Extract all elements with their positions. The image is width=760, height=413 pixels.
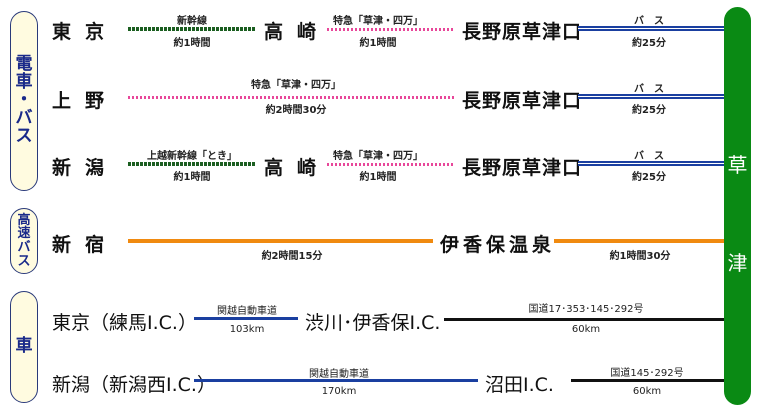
station-naganohara: 長野原草津口 xyxy=(462,21,583,43)
segment-time: 約25分 xyxy=(632,172,666,183)
station-takasaki: 高崎 xyxy=(264,21,331,43)
badge-char: ス xyxy=(17,253,31,269)
origin-tokyo-nerima-ic: 東京（練馬I.C.） xyxy=(52,312,197,334)
segment-label: 特急「草津・四万」 xyxy=(251,80,341,91)
badge-char: 車 xyxy=(15,336,33,357)
bus-line xyxy=(578,26,725,31)
station-tokyo: 東京 xyxy=(52,21,119,43)
via-numata-ic: 沼田I.C. xyxy=(485,374,554,396)
segment-label: バ ス xyxy=(634,16,664,27)
segment-time: 約1時間30分 xyxy=(609,251,671,262)
limited-express-line xyxy=(327,163,454,166)
station-takasaki: 高崎 xyxy=(264,157,331,179)
station-naganohara: 長野原草津口 xyxy=(462,157,583,179)
badge-char: 車 xyxy=(15,72,33,93)
segment-label: バ ス xyxy=(634,151,664,162)
limited-express-line xyxy=(327,28,454,31)
badge-char: ・ xyxy=(15,90,33,111)
highway-bus-line xyxy=(554,239,725,243)
category-badge-train-bus: 電 車 ・ バ ス xyxy=(10,11,38,191)
bus-line xyxy=(578,161,725,166)
segment-time: 約1時間 xyxy=(173,172,211,183)
segment-time: 約1時間 xyxy=(173,38,211,49)
segment-label: 新幹線 xyxy=(177,16,207,27)
segment-time: 約1時間 xyxy=(359,38,397,49)
shinkansen-line xyxy=(128,27,256,31)
segment-distance: 60km xyxy=(571,324,601,335)
destination-char: 草 xyxy=(727,153,748,177)
badge-char: バ xyxy=(17,240,31,255)
segment-distance: 60km xyxy=(632,386,662,397)
segment-time: 約25分 xyxy=(632,38,666,49)
badge-char: 高 xyxy=(17,212,31,228)
segment-label: 特急「草津・四万」 xyxy=(333,151,423,162)
segment-label: 関越自動車道 xyxy=(309,369,369,380)
segment-time: 約2時間30分 xyxy=(265,105,327,116)
via-shibukawa-ikaho-ic: 渋川･伊香保I.C. xyxy=(305,312,441,334)
segment-label: 関越自動車道 xyxy=(217,306,277,317)
station-ueno: 上野 xyxy=(52,90,119,112)
station-shinjuku: 新宿 xyxy=(52,234,119,256)
expressway-line xyxy=(194,379,478,382)
highway-bus-line xyxy=(128,239,433,243)
origin-niigata-nishi-ic: 新潟（新潟西I.C.） xyxy=(52,374,216,396)
segment-label: 国道17･353･145･292号 xyxy=(528,304,644,315)
national-road-line xyxy=(444,318,725,321)
limited-express-line xyxy=(128,96,454,99)
segment-label: 特急「草津・四万」 xyxy=(333,16,423,27)
station-naganohara: 長野原草津口 xyxy=(462,90,583,112)
destination-kusatsu-bar: 草 津 xyxy=(724,7,751,405)
segment-label: バ ス xyxy=(634,84,664,95)
station-niigata: 新潟 xyxy=(52,157,119,179)
badge-char: 速 xyxy=(17,226,31,242)
segment-label: 国道145･292号 xyxy=(610,368,684,379)
national-road-line xyxy=(571,379,725,382)
badge-char: バ xyxy=(15,107,33,128)
shinkansen-line xyxy=(128,162,256,166)
segment-distance: 103km xyxy=(229,324,265,335)
destination-char: 津 xyxy=(727,251,748,275)
category-badge-car: 車 xyxy=(10,291,38,403)
segment-time: 約2時間15分 xyxy=(261,251,323,262)
badge-char: 電 xyxy=(15,54,33,75)
segment-time: 約1時間 xyxy=(359,172,397,183)
badge-char: ス xyxy=(15,125,33,146)
segment-time: 約25分 xyxy=(632,105,666,116)
segment-label: 上越新幹線「とき」 xyxy=(147,151,237,162)
bus-line xyxy=(578,94,725,99)
expressway-line xyxy=(194,317,298,320)
category-badge-highway-bus: 高 速 バ ス xyxy=(10,208,38,274)
station-ikaho-onsen: 伊香保温泉 xyxy=(440,234,556,256)
segment-distance: 170km xyxy=(321,386,357,397)
